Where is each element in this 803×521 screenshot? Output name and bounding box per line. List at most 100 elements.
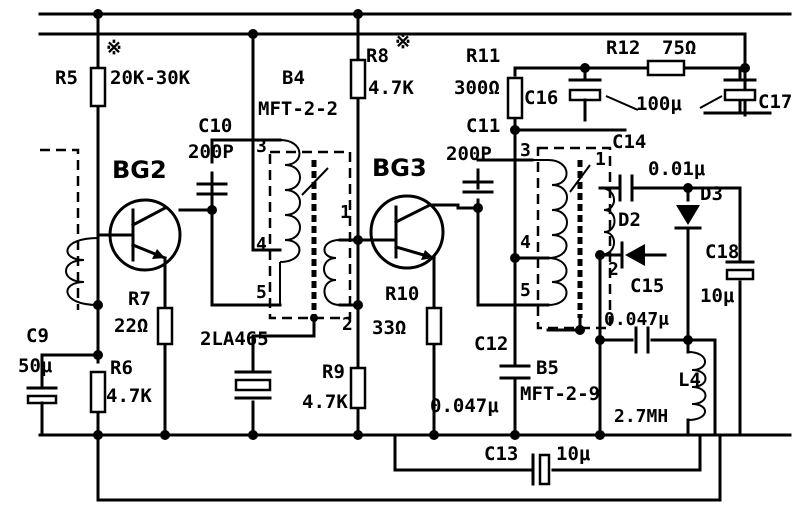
b4-pin-1: 1 (340, 202, 351, 223)
capacitor-c11 (462, 180, 494, 194)
value-leader-line (699, 95, 723, 109)
r7-ref-label: R7 (128, 288, 151, 310)
junction-dot (160, 430, 170, 440)
transistor-bg2 (108, 198, 182, 272)
r6-ref-label: R6 (110, 357, 133, 379)
r8-value-label: 4.7K (368, 77, 414, 99)
junction-dot (93, 430, 103, 440)
r11-value-label: 300Ω (454, 77, 500, 99)
junction-dot (510, 125, 520, 135)
c12-value-label: 0.047μ (430, 395, 499, 417)
transformer-b5 (532, 146, 616, 330)
c13-ref-label: C13 (484, 443, 518, 465)
c10-ref-label: C10 (198, 115, 232, 137)
transformer-b4 (268, 139, 352, 320)
junction-dot (595, 335, 605, 345)
labels: R5 ※ 20K-30K BG2 B4 MFT-2-2 C10 200P 3 4… (18, 31, 792, 465)
junction-dot (93, 350, 103, 360)
resistor-r8 (349, 58, 367, 100)
r12-ref-label: R12 (606, 37, 640, 59)
ceramic-filter-2la465 (234, 370, 272, 400)
b5-pin-3: 3 (520, 140, 531, 161)
r10-value-label: 33Ω (372, 317, 406, 339)
junctions (93, 9, 750, 440)
c18-value-label: 10μ (700, 285, 735, 307)
junction-dot (595, 430, 605, 440)
c16-c17-value-label: 100μ (636, 93, 682, 115)
junction-dot (353, 430, 363, 440)
capacitor-c10 (196, 171, 228, 204)
inductor-l4 (687, 351, 707, 421)
r8-ref-label: R8 (366, 45, 389, 67)
d3-ref-label: D3 (700, 183, 723, 205)
b4-pin-3: 3 (256, 136, 267, 157)
r9-value-label: 4.7K (302, 391, 348, 413)
resistor-r7 (156, 306, 174, 346)
bg2-label: BG2 (112, 156, 167, 184)
b5-pin-1: 1 (595, 149, 606, 170)
c9-ref-label: C9 (26, 325, 49, 347)
diode-d2 (613, 241, 645, 269)
r6-value-label: 4.7K (106, 385, 152, 407)
r12-value-label: 75Ω (662, 37, 696, 59)
c11-ref-label: C11 (466, 115, 500, 137)
c18-ref-label: C18 (705, 241, 739, 263)
c16-ref-label: C16 (524, 87, 558, 109)
capacitor-c12 (499, 358, 531, 390)
junction-dot (740, 63, 750, 73)
b5-ref-label: B5 (536, 357, 559, 379)
c9-value-label: 50μ (18, 355, 53, 377)
capacitor-c16 (568, 78, 602, 107)
resistor-r6 (89, 370, 107, 414)
junction-dot (473, 203, 483, 213)
r11-ref-label: R11 (466, 45, 500, 67)
c15-ref-label: C15 (630, 275, 664, 297)
capacitor-c15 (634, 326, 650, 354)
c14-value-label: 0.01μ (648, 158, 706, 180)
c10-value-label: 200P (188, 141, 234, 163)
junction-dot (683, 183, 693, 193)
r5-mark: ※ (106, 37, 122, 59)
b5-pin-5: 5 (520, 280, 531, 301)
b5-pin-2: 2 (608, 259, 619, 280)
junction-dot (580, 63, 590, 73)
c17-ref-label: C17 (758, 91, 792, 113)
input-coil (40, 148, 99, 310)
b5-model-label: MFT-2-9 (520, 383, 600, 405)
junction-dot (575, 325, 585, 335)
junction-dot (93, 9, 103, 19)
c15-value-label: 0.047μ (604, 309, 669, 330)
diode-d3 (674, 205, 702, 230)
b4-pin-5: 5 (256, 282, 267, 303)
resistor-r10 (425, 306, 443, 346)
r8-mark: ※ (395, 31, 411, 53)
r10-ref-label: R10 (385, 283, 419, 305)
r9-ref-label: R9 (322, 361, 345, 383)
b4-ref-label: B4 (282, 67, 305, 89)
resistor-r12 (646, 59, 686, 77)
r5-value-label: 20K-30K (110, 67, 191, 89)
capacitor-c13 (531, 453, 551, 486)
junction-dot (683, 335, 693, 345)
b5-pin-4: 4 (520, 232, 531, 253)
value-leader-line (605, 95, 639, 111)
junction-dot (248, 430, 258, 440)
junction-dot (353, 300, 363, 310)
capacitor-c9 (26, 376, 58, 414)
b4-model-label: MFT-2-2 (258, 98, 338, 120)
junction-dot (510, 430, 520, 440)
junction-dot (207, 205, 217, 215)
l4-ref-label: L4 (678, 369, 701, 391)
junction-dot (248, 29, 258, 39)
r5-ref-label: R5 (55, 67, 78, 89)
junction-dot (510, 253, 520, 263)
filter-label: 2LA465 (200, 328, 269, 350)
l4-value-label: 2.7MH (614, 406, 668, 427)
junction-dot (429, 430, 439, 440)
bottom-return-wire (96, 433, 722, 502)
capacitor-c14 (613, 174, 642, 202)
capacitor-c17 (723, 78, 757, 102)
junction-dot (353, 9, 363, 19)
c13-value-label: 10μ (556, 443, 591, 465)
